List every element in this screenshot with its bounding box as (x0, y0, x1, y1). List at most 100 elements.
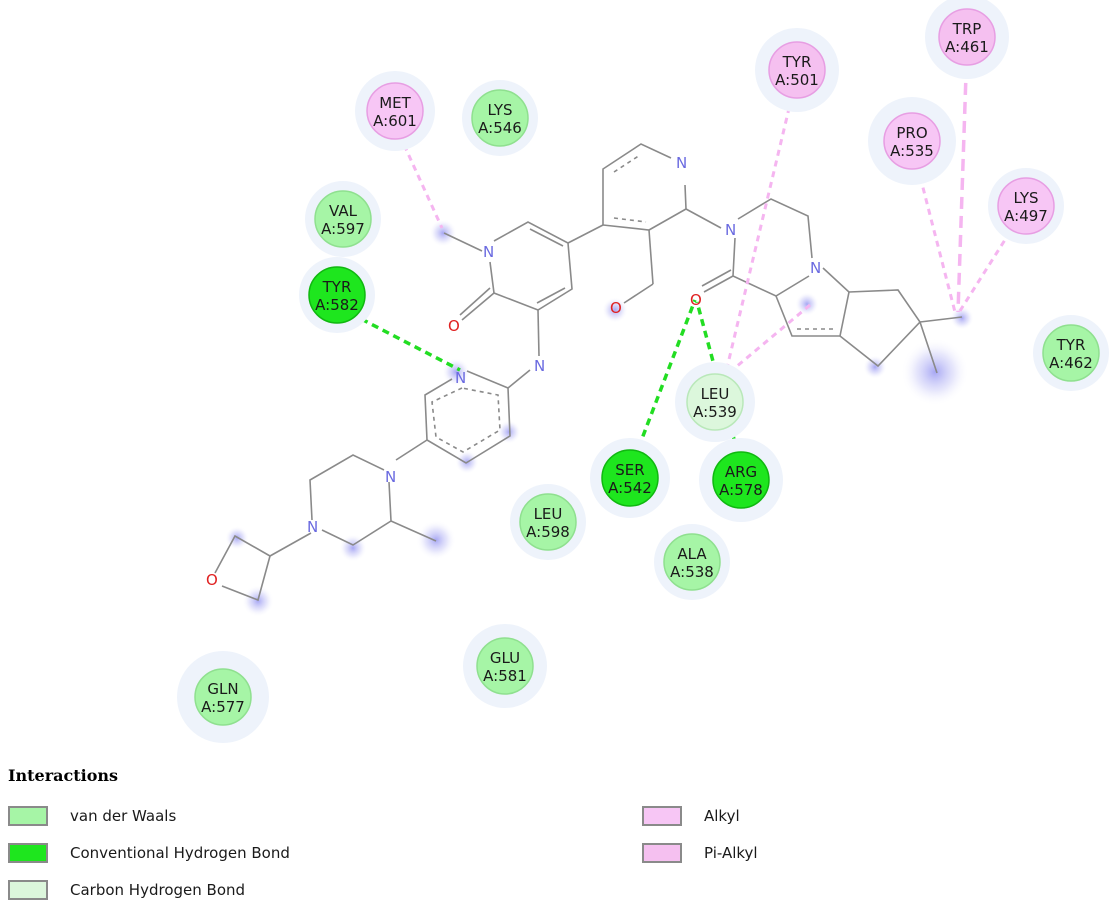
residue-disc (768, 41, 826, 99)
residue-id: A:601 (373, 112, 417, 130)
legend-label: Carbon Hydrogen Bond (70, 881, 246, 899)
atom-n-amine: N (534, 357, 545, 375)
residue-id: A:598 (526, 523, 570, 541)
residue-id: A:577 (201, 698, 245, 716)
residue-id: A:501 (775, 71, 819, 89)
atom-n-pyrrole: N (810, 259, 821, 277)
residue-disc (1042, 324, 1100, 382)
residue-id: A:538 (670, 563, 714, 581)
legend-swatch (642, 843, 682, 863)
residue-id: A:462 (1049, 354, 1093, 372)
legend-swatch (642, 806, 682, 826)
legend-label: Pi-Alkyl (704, 844, 758, 862)
pialkyl-trp461 (956, 44, 969, 313)
legend-label: van der Waals (70, 807, 177, 825)
residue-id: A:461 (945, 38, 989, 56)
atom-o-lactam: O (690, 291, 702, 309)
residue-name: LYS (1013, 189, 1038, 207)
atom-o-pyridone: O (448, 317, 460, 335)
residue-disc (663, 533, 721, 591)
atom-n-piperazine-2: N (307, 518, 318, 536)
residue-disc (519, 493, 577, 551)
atom-o-oxetane: O (206, 571, 218, 589)
ligand-bonds (214, 143, 963, 602)
residue-disc (366, 82, 424, 140)
solvent-blobs (225, 219, 974, 617)
residue-name: TRP (952, 20, 982, 38)
atom-n-central-pyridine: N (676, 154, 687, 172)
residue-id: A:582 (315, 296, 359, 314)
residue-name: MET (379, 94, 411, 112)
legend-label: Alkyl (704, 807, 740, 825)
atom-o-methoxy: O (610, 299, 622, 317)
alkyl-met601 (393, 124, 444, 229)
legend: Interactions van der Waals Conventional … (8, 766, 1108, 906)
ligand-atoms: N O N N O N O N N N N O (206, 154, 821, 589)
residue-layer: META:601LYSA:546VALA:597TYRA:582TYRA:501… (177, 0, 1109, 743)
atom-n-piperazine-1: N (385, 468, 396, 486)
residue-id: A:542 (608, 479, 652, 497)
residue-name: LYS (487, 101, 512, 119)
residue-id: A:578 (719, 481, 763, 499)
residue-name: GLN (207, 680, 238, 698)
residue-name: SER (615, 461, 644, 479)
residue-disc (712, 451, 770, 509)
alkyl-lys497 (956, 212, 1024, 315)
alkyl-pro535 (910, 144, 957, 313)
residue-name: ALA (677, 545, 707, 563)
legend-label: Conventional Hydrogen Bond (70, 844, 290, 862)
residue-id: A:539 (693, 403, 737, 421)
legend-title: Interactions (8, 766, 119, 785)
residue-id: A:581 (483, 667, 527, 685)
atom-n-aminopyridine: N (455, 369, 466, 387)
residue-disc (476, 637, 534, 695)
legend-swatch (8, 880, 48, 900)
residue-name: TYR (1056, 336, 1086, 354)
residue-disc (314, 190, 372, 248)
alkyl-leu539 (729, 303, 811, 374)
residue-disc (471, 89, 529, 147)
atom-n-pyridone: N (483, 243, 494, 261)
residue-name: PRO (896, 124, 927, 142)
residue-name: GLU (490, 649, 520, 667)
residue-disc (601, 449, 659, 507)
residue-id: A:597 (321, 220, 365, 238)
residue-disc (883, 112, 941, 170)
residue-name: LEU (701, 385, 730, 403)
residue-name: TYR (782, 53, 812, 71)
residue-disc (938, 8, 996, 66)
legend-swatch (8, 843, 48, 863)
residue-name: LEU (534, 505, 563, 523)
residue-id: A:546 (478, 119, 522, 137)
pialkyl-tyr501 (724, 74, 799, 373)
residue-id: A:497 (1004, 207, 1048, 225)
residue-disc (997, 177, 1055, 235)
residue-name: VAL (329, 202, 358, 220)
residue-disc (686, 373, 744, 431)
hbond-tyr582 (339, 306, 461, 372)
residue-disc (194, 668, 252, 726)
interaction-diagram: N O N N O N O N N N N O META:601LYSA:546… (177, 0, 1109, 743)
atom-n-lactam: N (725, 221, 736, 239)
residue-disc (308, 266, 366, 324)
residue-name: TYR (322, 278, 352, 296)
residue-name: ARG (725, 463, 757, 481)
legend-swatch (8, 806, 48, 826)
residue-id: A:535 (890, 142, 934, 160)
